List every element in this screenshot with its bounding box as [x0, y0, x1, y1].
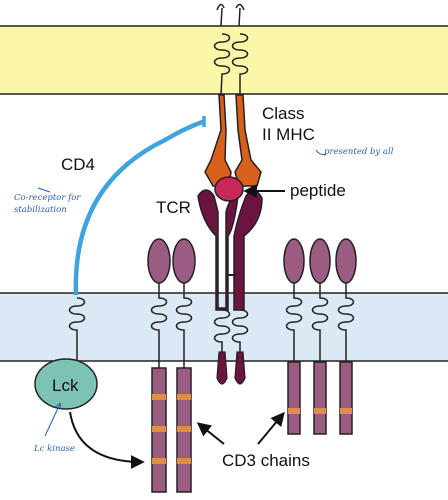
peptide-blob: [214, 176, 244, 202]
itam-band: [177, 394, 191, 400]
itam-band: [152, 426, 166, 432]
cd3-label-arrow-right: [257, 411, 285, 445]
cd4-label: CD4: [61, 155, 95, 174]
top-cell-membrane: [0, 25, 448, 95]
mhc-beta-tm-helix: [231, 33, 249, 95]
tcr-label: TCR: [156, 198, 191, 217]
mhc-beta-tip: [235, 3, 245, 11]
cd3-head: [147, 238, 171, 284]
peptide: [214, 176, 244, 202]
mhc-alpha-chain: [204, 94, 232, 187]
lck-label: Lck: [52, 376, 79, 395]
coreceptor-note-line1: Co-receptor for: [14, 193, 81, 203]
coreceptor-note-line2: stabilization: [14, 205, 67, 215]
cd3-chain-right-2: [309, 238, 331, 435]
itam-band: [340, 408, 352, 414]
lck: [34, 358, 98, 410]
tcr-beta-chain: [233, 189, 263, 311]
mhc-beta-tail: [238, 7, 241, 27]
lck-to-cd3-arrow: [69, 411, 145, 469]
cd3-label-arrow-left: [196, 422, 225, 445]
cd3-chain-left-1: [147, 238, 171, 493]
cd3-head: [309, 238, 331, 284]
cd4-coreceptor: [68, 116, 206, 362]
cd3-tail: [313, 361, 327, 435]
mhc-beta-chain: [234, 94, 262, 187]
cd3-chain-left-2: [172, 238, 196, 493]
mhc-alpha-tail: [220, 7, 223, 27]
itam-band: [177, 426, 191, 432]
coreceptor-note-line: [37, 187, 51, 193]
cd4-tm-helix: [68, 297, 86, 362]
tcr-alpha-chain: [197, 189, 239, 311]
tcr-beta-tail: [234, 351, 246, 385]
cd3-complex: [147, 238, 357, 493]
cd3-tm-helix: [337, 283, 355, 362]
lck-body: [34, 358, 98, 410]
cd3-chain-right-1: [283, 238, 305, 435]
mhc-alpha-tip: [216, 3, 225, 11]
itam-band: [314, 408, 326, 414]
itam-band: [152, 394, 166, 400]
cd3-head: [283, 238, 305, 284]
cd3-tm-helix: [285, 283, 303, 362]
lck-kinase-note: Lc kinase: [33, 444, 75, 454]
tcr-beta-tm-helix: [231, 309, 249, 352]
presented-note-hook: [315, 149, 327, 155]
presented-by-note: presented by all: [324, 147, 394, 157]
cd3-tm-helix: [175, 283, 193, 368]
itam-band: [288, 408, 300, 414]
cd3-tm-helix: [150, 283, 168, 368]
class-ii-mhc: [204, 3, 262, 187]
cd3-tm-helix: [311, 283, 329, 362]
cd3-tail: [287, 361, 301, 435]
cd3-chain-right-3: [335, 238, 357, 435]
cd4-chain: [73, 118, 206, 296]
cd3-tail: [339, 361, 353, 435]
tcr-alpha-tail: [216, 351, 228, 385]
lck-note-arrow: [44, 404, 60, 437]
mhc-alpha-tm-helix: [213, 33, 231, 96]
itam-band: [152, 458, 166, 464]
class-ii-mhc-label-line1: Class: [262, 104, 305, 123]
cd3-head: [335, 238, 357, 284]
bottom-cell-membrane: [0, 292, 448, 362]
cd3-chains-label: CD3 chains: [222, 451, 310, 470]
cd3-head: [172, 238, 196, 284]
itam-band: [177, 458, 191, 464]
class-ii-mhc-label-line2: II MHC: [262, 125, 315, 144]
tcr-alpha-tm-helix: [213, 309, 231, 352]
peptide-label: peptide: [290, 181, 346, 200]
